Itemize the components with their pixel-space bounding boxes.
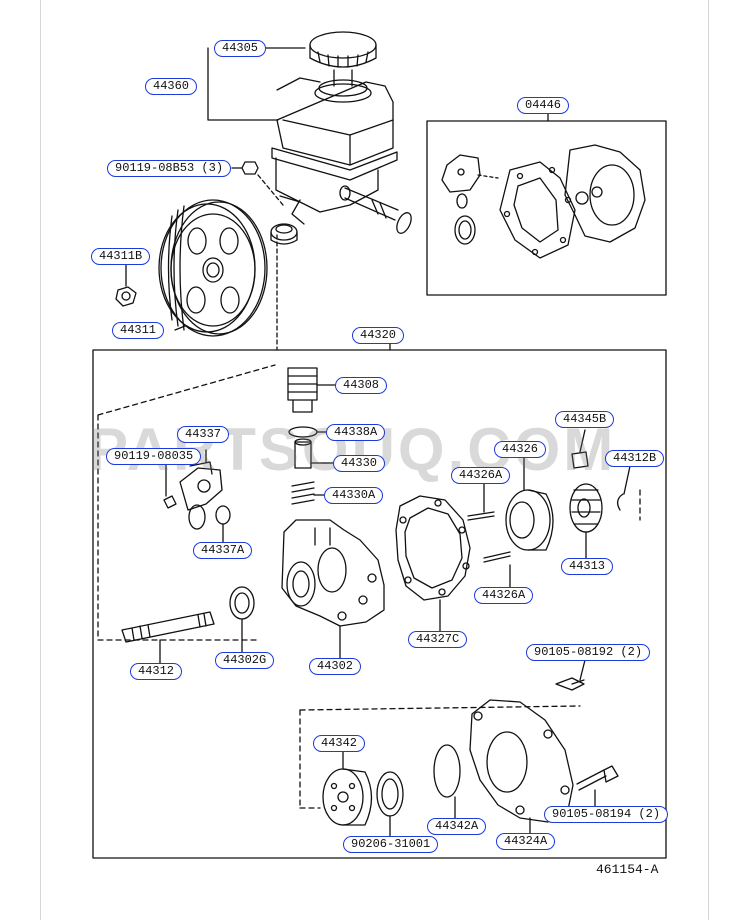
part-90119-08b53-callout[interactable]: 90119-08B53 (3) [107, 160, 232, 177]
part-44324a-callout[interactable]: 44324A [496, 833, 556, 850]
part-44360-callout[interactable]: 44360 [145, 78, 198, 95]
part-44320-callout[interactable]: 44320 [352, 327, 405, 344]
part-44312b-callout[interactable]: 44312B [605, 450, 665, 467]
part-44302g-callout[interactable]: 44302G [215, 652, 275, 669]
part-90119-08035-callout[interactable]: 90119-08035 [106, 448, 202, 465]
gasket-kit-drawing [426, 111, 667, 296]
part-44312-callout[interactable]: 44312 [130, 663, 183, 680]
part-44302-callout[interactable]: 44302 [309, 658, 362, 675]
part-44338a-callout[interactable]: 44338A [326, 424, 386, 441]
part-04446-callout[interactable]: 04446 [517, 97, 570, 114]
part-44327c-callout[interactable]: 44327C [408, 631, 468, 648]
part-44305-callout[interactable]: 44305 [214, 40, 267, 57]
part-44313-callout[interactable]: 44313 [561, 558, 614, 575]
drawing-reference-code: 461154-A [596, 862, 659, 877]
part-90105-08194-callout[interactable]: 90105-08194 (2) [544, 806, 669, 823]
part-44326-callout[interactable]: 44326 [494, 441, 547, 458]
part-44337-callout[interactable]: 44337 [177, 426, 230, 443]
page-left-rule [40, 0, 41, 920]
part-44330-callout[interactable]: 44330 [333, 455, 386, 472]
part-44311-callout[interactable]: 44311 [112, 322, 165, 339]
rear-housing-drawing [299, 659, 619, 839]
part-44326a-top-callout[interactable]: 44326A [451, 467, 511, 484]
pump-assembly-drawing [92, 341, 667, 859]
part-90105-08192-callout[interactable]: 90105-08192 (2) [526, 644, 651, 661]
part-44345b-callout[interactable]: 44345B [555, 411, 615, 428]
reservoir-tank-drawing [207, 31, 412, 351]
part-44330a-callout[interactable]: 44330A [324, 487, 384, 504]
page-right-rule [708, 0, 709, 920]
part-44342-callout[interactable]: 44342 [313, 735, 366, 752]
part-90206-31001-callout[interactable]: 90206-31001 [343, 836, 439, 853]
part-44342a-callout[interactable]: 44342A [427, 818, 487, 835]
part-44337a-callout[interactable]: 44337A [193, 542, 253, 559]
pulley-drawing [115, 199, 268, 337]
part-44326a-bottom-callout[interactable]: 44326A [474, 587, 534, 604]
part-44308-callout[interactable]: 44308 [335, 377, 388, 394]
part-44311b-callout[interactable]: 44311B [91, 248, 151, 265]
